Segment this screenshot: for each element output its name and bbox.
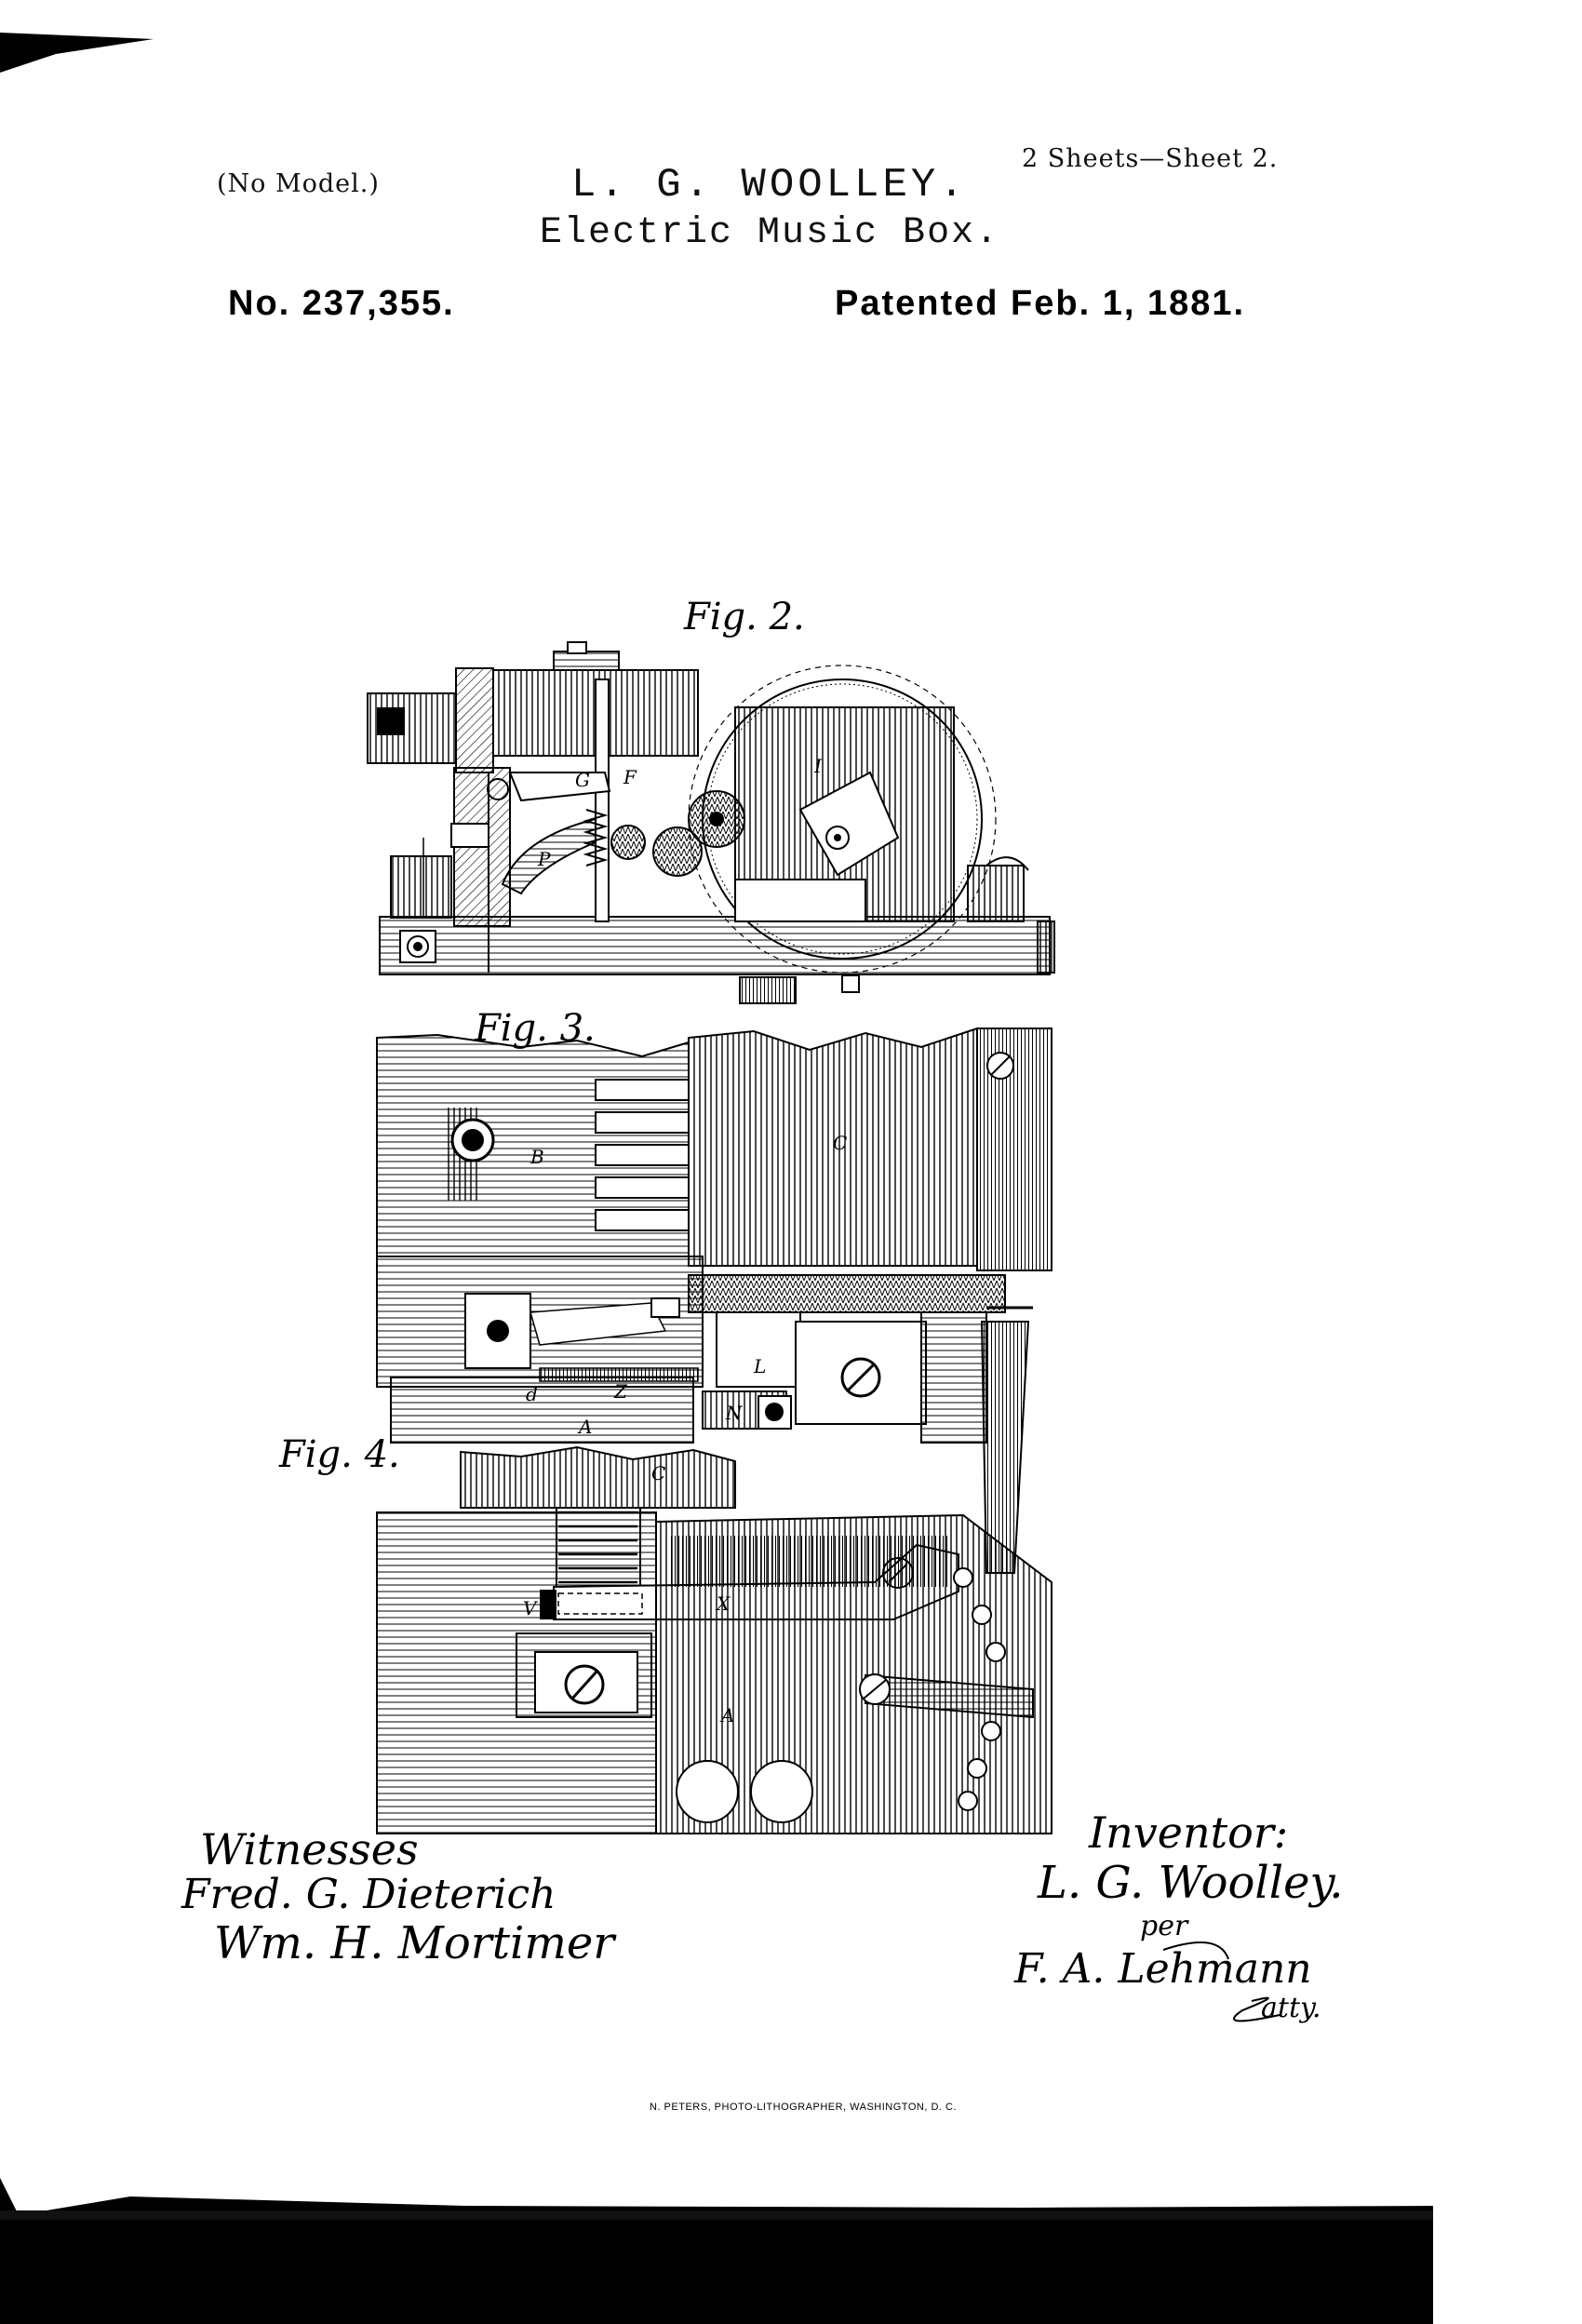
printer-credit: N. PETERS, PHOTO-LITHOGRAPHER, WASHINGTO…: [650, 2102, 957, 2113]
inventor-name-header: L. G. WOOLLEY.: [571, 162, 968, 208]
witness-signature-1: Fred. G. Dieterich: [181, 1871, 556, 1918]
witnesses-label: Witnesses: [200, 1824, 419, 1874]
patent-number: No. 237,355.: [228, 284, 455, 323]
inventor-label: Inventor:: [1089, 1807, 1289, 1858]
fig2-part-I: I: [813, 755, 823, 777]
fig2-part-F: F: [623, 766, 637, 788]
fig3-part-N: N: [725, 1402, 744, 1424]
attorney-signature: F. A. Lehmann: [1014, 1945, 1312, 1993]
witness-signature-2: Wm. H. Mortimer: [214, 1917, 615, 1969]
fig4-part-X: X: [715, 1592, 731, 1615]
no-model-note: (No Model.): [217, 169, 380, 198]
fig3-part-A: A: [577, 1416, 592, 1438]
figure-4-label: Fig. 4.: [279, 1433, 400, 1476]
fig3-part-B: B: [530, 1146, 544, 1168]
invention-title: Electric Music Box.: [540, 212, 1000, 254]
fig4-part-V: V: [523, 1597, 539, 1619]
fig4-part-C: C: [651, 1462, 665, 1484]
scan-artifacts: [0, 33, 1433, 2324]
fig3-part-d: d: [526, 1383, 538, 1405]
attorney-title: atty.: [1261, 1992, 1321, 2024]
figure-4-drawing: C V X A: [376, 1445, 1052, 1834]
figure-2-drawing: I F G P: [367, 641, 1055, 1004]
fig2-part-G: G: [575, 769, 590, 791]
fig3-part-Z: Z: [613, 1380, 628, 1403]
per-label: per: [1140, 1910, 1188, 1942]
fig2-part-P: P: [537, 848, 551, 870]
patent-date: Patented Feb. 1, 1881.: [835, 284, 1246, 323]
signature-flourishes: [1162, 1941, 1280, 2022]
fig3-part-L: L: [753, 1355, 766, 1377]
sheet-count: 2 Sheets—Sheet 2.: [1022, 144, 1279, 173]
figure-2-label: Fig. 2.: [684, 596, 805, 638]
figure-3-label: Fig. 3.: [475, 1007, 596, 1050]
fig4-part-A: A: [719, 1704, 734, 1726]
figure-3-drawing: B C L A N Z d: [376, 1027, 1052, 1574]
fig3-part-C: C: [833, 1132, 847, 1154]
inventor-signature: L. G. Woolley.: [1038, 1857, 1344, 1909]
